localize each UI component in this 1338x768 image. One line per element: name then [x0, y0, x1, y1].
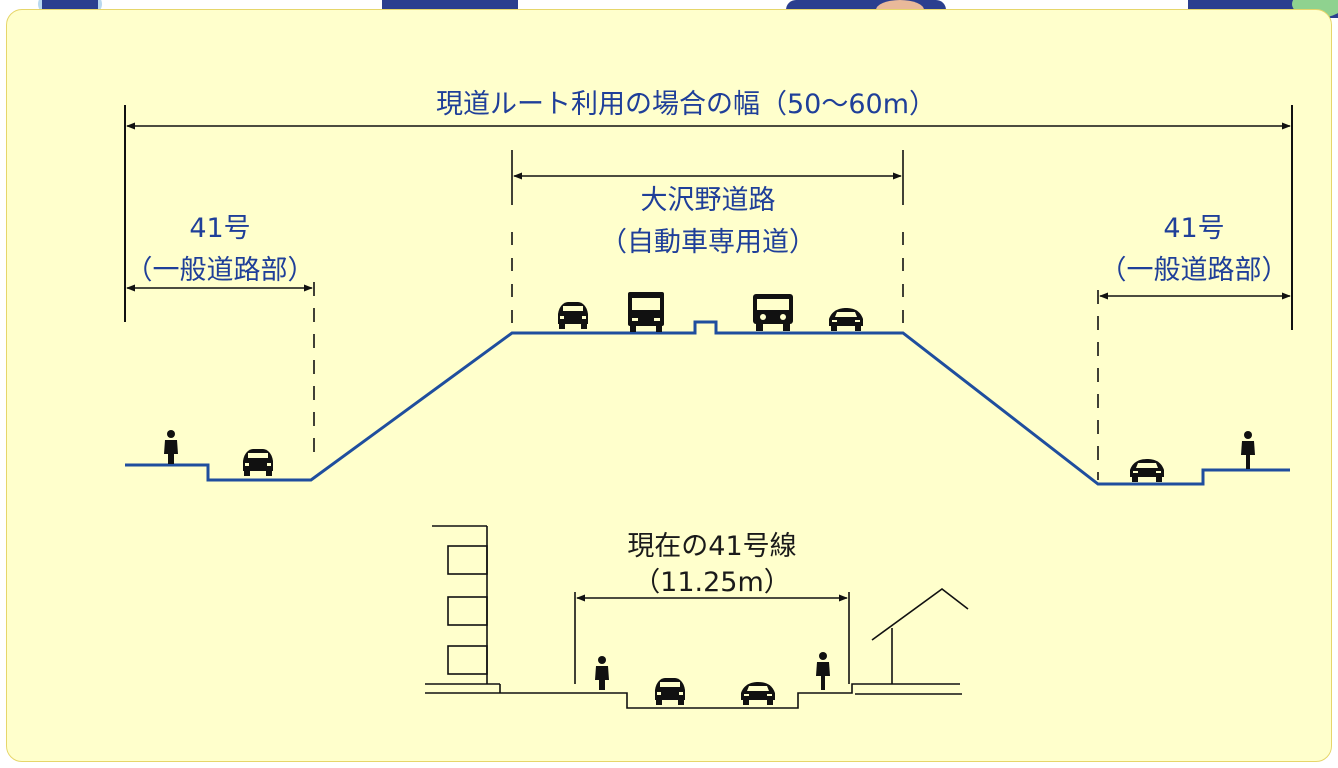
car-sport-icon [1130, 459, 1164, 482]
car-sport-icon [741, 682, 775, 705]
current-road-name-label: 現在の41号線 [627, 531, 797, 562]
bus-icon [628, 292, 664, 332]
left-road-type-label: （一般道路部） [125, 255, 315, 286]
total-width-label: 現道ルート利用の場合の幅（50〜60m） [436, 89, 937, 120]
car-sport-icon [829, 308, 863, 331]
left-road-number-label: 41号 [189, 213, 251, 244]
apartment-building-illustration [425, 525, 501, 693]
house-illustration [855, 588, 969, 695]
pedestrian-icon [164, 430, 178, 464]
bus-icon [753, 294, 793, 331]
expressway-type-label: （自動車専用道） [600, 227, 816, 258]
car-front-icon [655, 678, 685, 705]
current-road-width-label: （11.25m） [633, 567, 791, 598]
expressway-name-label: 大沢野道路 [640, 185, 776, 216]
diagram-panel [6, 9, 1332, 762]
total-width-dimension [124, 105, 1293, 330]
car-front-icon [558, 302, 588, 329]
right-road-type-label: （一般道路部） [1099, 255, 1289, 286]
cyclist-icon [1241, 431, 1255, 469]
current-road-section [425, 525, 969, 709]
left-road-width-dimension [126, 282, 315, 462]
cyclist-icon [816, 652, 830, 690]
pedestrian-icon [595, 656, 609, 690]
expressway-width-dimension [511, 150, 904, 330]
right-road-number-label: 41号 [1163, 213, 1225, 244]
planned-road-profile [125, 320, 1290, 486]
right-road-width-dimension [1097, 290, 1291, 480]
car-front-icon [243, 449, 273, 476]
current-road-profile [425, 683, 960, 709]
